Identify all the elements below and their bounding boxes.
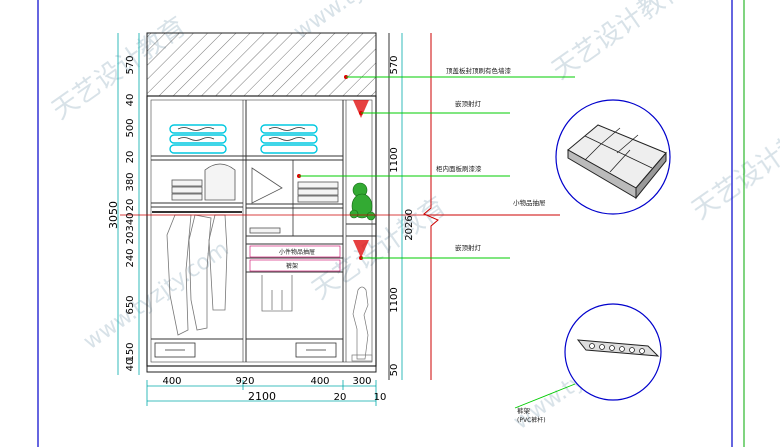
right-total-a: 2026 bbox=[404, 215, 415, 240]
right-dimension-label: 1100 bbox=[389, 287, 400, 312]
right-dimensions: 570 1100 1100 50 bbox=[389, 55, 400, 376]
label-light-top: 嵌顶射灯 bbox=[455, 99, 482, 108]
drawing-frame bbox=[37, 0, 745, 447]
drawer-left bbox=[154, 342, 196, 358]
top-hatched-board bbox=[146, 32, 377, 97]
detail-drawer-organizer bbox=[555, 99, 671, 215]
left-dimension-label: 40 bbox=[125, 94, 136, 107]
label-small-drawer: 小件物品抽屉 bbox=[279, 248, 315, 256]
dimension-lines bbox=[117, 33, 430, 406]
right-dimension-label: 50 bbox=[389, 364, 400, 377]
spot-lights bbox=[297, 75, 369, 260]
dim-10: 10 bbox=[374, 392, 387, 403]
left-dimension-label: 240 bbox=[125, 248, 136, 267]
dim-920: 920 bbox=[235, 376, 254, 387]
dim-20: 20 bbox=[334, 392, 347, 403]
left-dimension-label: 150 bbox=[125, 342, 136, 361]
right-dimension-label: 570 bbox=[389, 55, 400, 74]
right-total-b: 0 bbox=[404, 209, 415, 215]
dim-400a: 400 bbox=[162, 376, 181, 387]
label-top-board: 顶盖板封顶刷有色墙漆 bbox=[446, 66, 512, 75]
left-dimension-label: 20 bbox=[125, 151, 136, 164]
label-rack-title: 裤架 bbox=[517, 406, 531, 415]
folded-items bbox=[169, 124, 318, 154]
label-rack-sub: (PVC裤杆) bbox=[517, 416, 546, 424]
left-dimension-label: 40 bbox=[125, 359, 136, 372]
left-dimension-label: 20 bbox=[125, 232, 136, 245]
wardrobe-elevation bbox=[146, 32, 377, 373]
detail-pants-rack bbox=[514, 303, 662, 409]
statue bbox=[351, 286, 373, 362]
plinth bbox=[146, 365, 377, 373]
left-dimension-label: 340 bbox=[125, 212, 136, 231]
left-dimension-label: 20 bbox=[125, 199, 136, 212]
dim-400b: 400 bbox=[310, 376, 329, 387]
label-light-mid: 嵌顶射灯 bbox=[455, 243, 482, 252]
decor-figure bbox=[349, 182, 376, 221]
drawer-right bbox=[295, 342, 337, 358]
dim-total: 2100 bbox=[248, 390, 276, 403]
stacked-clothes bbox=[171, 163, 339, 234]
right-section-lines bbox=[388, 33, 439, 380]
dim-300: 300 bbox=[352, 376, 371, 387]
label-pants-rack: 裤架 bbox=[286, 262, 298, 270]
left-dimension-label: 570 bbox=[125, 55, 136, 74]
leader-lines bbox=[299, 76, 575, 259]
left-dimension-label: 500 bbox=[125, 118, 136, 137]
left-dimension-label: 650 bbox=[125, 295, 136, 314]
label-inner-paint: 柜内面板刷漆漆 bbox=[436, 164, 482, 173]
label-small-drawer-right: 小物品抽屉 bbox=[513, 198, 546, 207]
left-dimension-label: 380 bbox=[125, 172, 136, 191]
total-height: 3050 bbox=[107, 201, 120, 229]
watermark-text: 天艺设计教育 bbox=[547, 0, 692, 86]
right-dimension-label: 1100 bbox=[389, 147, 400, 172]
watermark-text: 天艺设计教育 bbox=[687, 112, 780, 226]
